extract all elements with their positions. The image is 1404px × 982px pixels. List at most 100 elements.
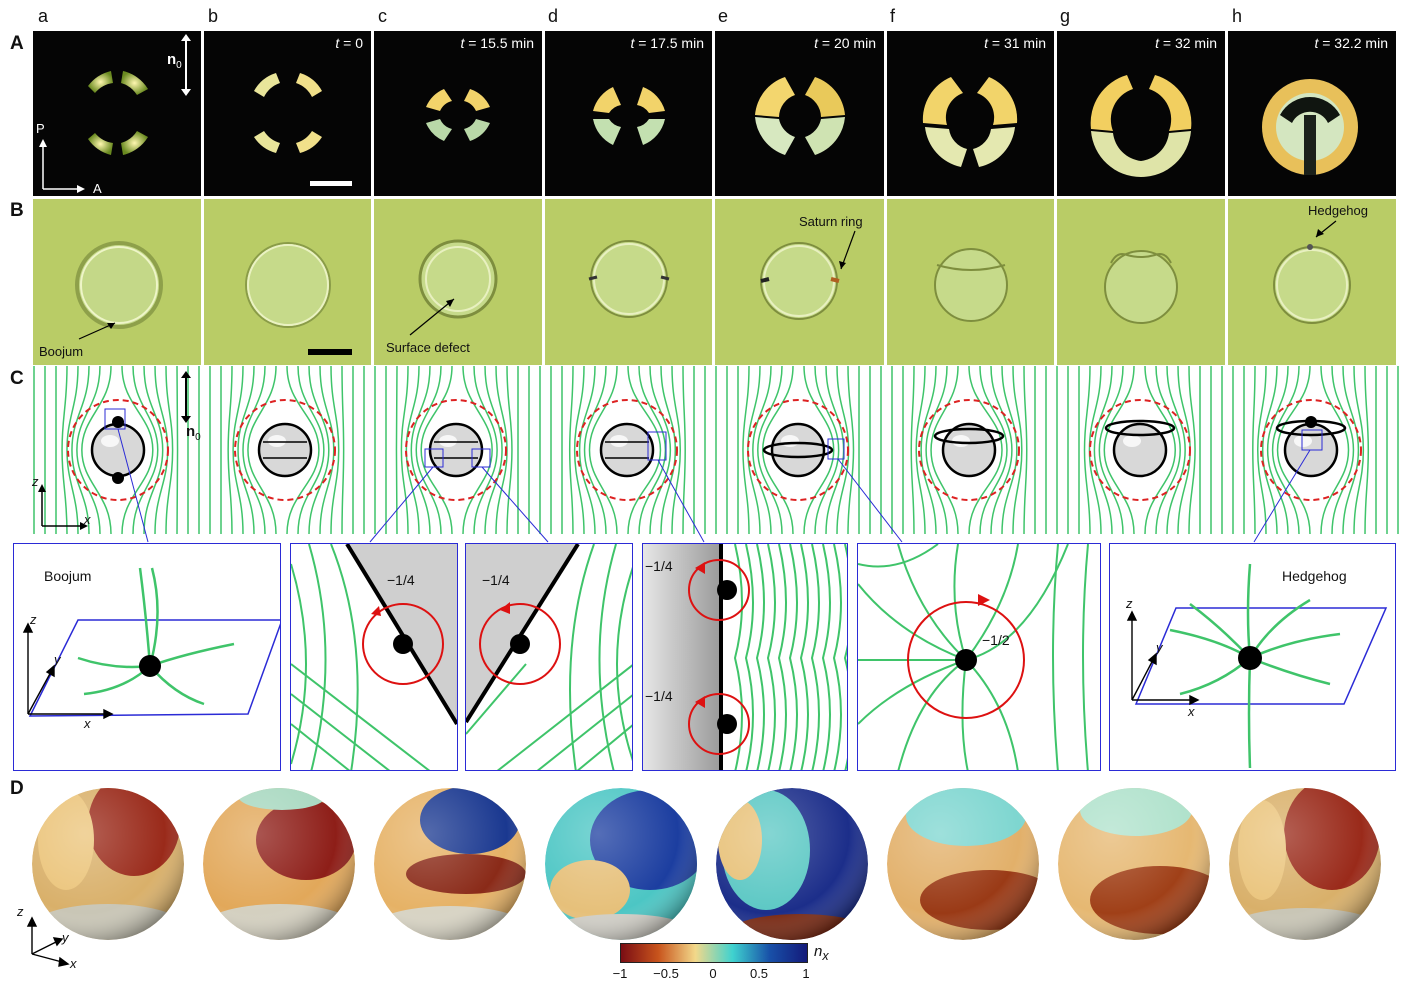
director-line: [1271, 366, 1300, 534]
colorbar-tick: 0: [709, 966, 717, 981]
director-line: [1266, 366, 1289, 534]
director-line: [1188, 366, 1196, 534]
brightfield-image-h: Hedgehog: [1228, 199, 1396, 365]
birefringence-pattern: [1262, 79, 1358, 175]
nx-sphere-row: [32, 788, 1381, 940]
director-label-c: n0: [186, 423, 201, 443]
droplet: [934, 248, 1008, 322]
sphere-b: [203, 788, 355, 940]
quarter-defect-left: [291, 544, 457, 770]
colorbar-tick: 1: [802, 966, 810, 981]
saturn-ring-loop: [1104, 419, 1176, 437]
time-label-b: t = 0: [335, 35, 363, 51]
director-line: [61, 366, 68, 534]
director-line: [1252, 366, 1256, 534]
colorbar-tick: −1: [612, 966, 628, 981]
zoom-two-quarters: −1/4 −1/4: [642, 543, 848, 771]
director-line: [803, 366, 835, 534]
director-line: [506, 366, 513, 534]
hedgehog-axis-y: y: [1156, 640, 1163, 655]
director-line: [81, 366, 112, 534]
sphere-c: [374, 788, 526, 940]
column-label-e: e: [718, 6, 729, 26]
director-line: [1144, 366, 1177, 534]
director-line: [420, 366, 453, 534]
zone-ring: [234, 399, 336, 501]
director-line: [757, 366, 783, 534]
director-line: [232, 366, 244, 534]
sphere-h: [1229, 788, 1381, 940]
charge-label-top: −1/4: [645, 558, 673, 574]
director-line: [473, 366, 498, 534]
sphere-highlight: [101, 435, 119, 447]
director-line: [660, 366, 677, 534]
polarized-image-g: t = 32 min: [1057, 31, 1225, 196]
director-line: [76, 366, 101, 534]
saturn-ring-loop: [1275, 419, 1347, 437]
director-line: [341, 366, 345, 534]
director-line: [1083, 366, 1091, 534]
boojum-annotation: Boojum: [39, 344, 84, 359]
droplet: [1104, 250, 1178, 324]
colorbar-tick: −0.5: [653, 966, 679, 981]
director-field-lines: [33, 366, 1399, 534]
director-line: [920, 366, 937, 534]
brightfield-image-g: [1057, 199, 1225, 365]
director-line: [1342, 366, 1360, 534]
polarized-image-d: t = 17.5 min: [545, 31, 712, 196]
nx-colorbar: [620, 943, 808, 963]
director-line: [143, 366, 164, 534]
point-defect: [112, 416, 124, 428]
director-line: [1256, 366, 1267, 534]
time-label-g: t = 32 min: [1155, 35, 1217, 51]
director-line: [638, 366, 667, 534]
saturn-ring-annotation: Saturn ring: [799, 214, 863, 229]
zone-ring: [405, 399, 507, 501]
director-line: [1166, 366, 1186, 534]
d-axis-z: z: [17, 904, 24, 919]
analyzer-label: A: [93, 181, 102, 196]
zone-ring: [918, 399, 1020, 501]
director-line: [405, 366, 420, 534]
xz-axes-icon: [38, 484, 88, 530]
sphere-highlight: [1294, 435, 1312, 447]
director-line: [1364, 366, 1370, 534]
director-line: [1353, 366, 1365, 534]
director-line: [814, 366, 840, 534]
director-line: [568, 366, 574, 534]
axis-z-label: z: [32, 474, 39, 489]
director-line: [237, 366, 255, 534]
polarized-image-e: t = 20 min: [715, 31, 884, 196]
row-label-b: B: [10, 200, 24, 221]
time-label-f: t = 31 min: [984, 35, 1046, 51]
row-label-d: D: [10, 778, 24, 799]
director-line: [742, 366, 750, 534]
director-line: [583, 366, 607, 534]
zoom-quarter-left: −1/4: [290, 543, 458, 771]
director-line: [121, 366, 154, 534]
director-line: [910, 366, 915, 534]
row-label-c: C: [10, 368, 24, 389]
column-label-g: g: [1060, 6, 1071, 26]
director-line: [1012, 366, 1023, 534]
column-label-d: d: [548, 6, 559, 26]
boojum-axis-y: y: [54, 652, 61, 667]
director-line: [165, 366, 174, 534]
hedgehog-diagram: [1126, 563, 1388, 769]
hedgehog-annotation: Hedgehog: [1308, 203, 1368, 218]
zone-ring: [1260, 399, 1362, 501]
director-line: [627, 366, 662, 534]
zoom-quarter-right: −1/4: [465, 543, 633, 771]
brightfield-image-f: [887, 199, 1054, 365]
director-line: [415, 366, 442, 534]
director-line: [286, 366, 320, 534]
zoom-hedgehog-title: Hedgehog: [1282, 568, 1347, 584]
director-line: [752, 366, 772, 534]
point-defect: [112, 472, 124, 484]
hedgehog-axis-x: x: [1188, 704, 1195, 719]
zone-ring: [747, 399, 849, 501]
saturn-ring-loop: [762, 441, 834, 459]
boojum-diagram: [22, 567, 280, 720]
sphere-highlight: [610, 435, 628, 447]
column-label-b: b: [208, 6, 219, 26]
